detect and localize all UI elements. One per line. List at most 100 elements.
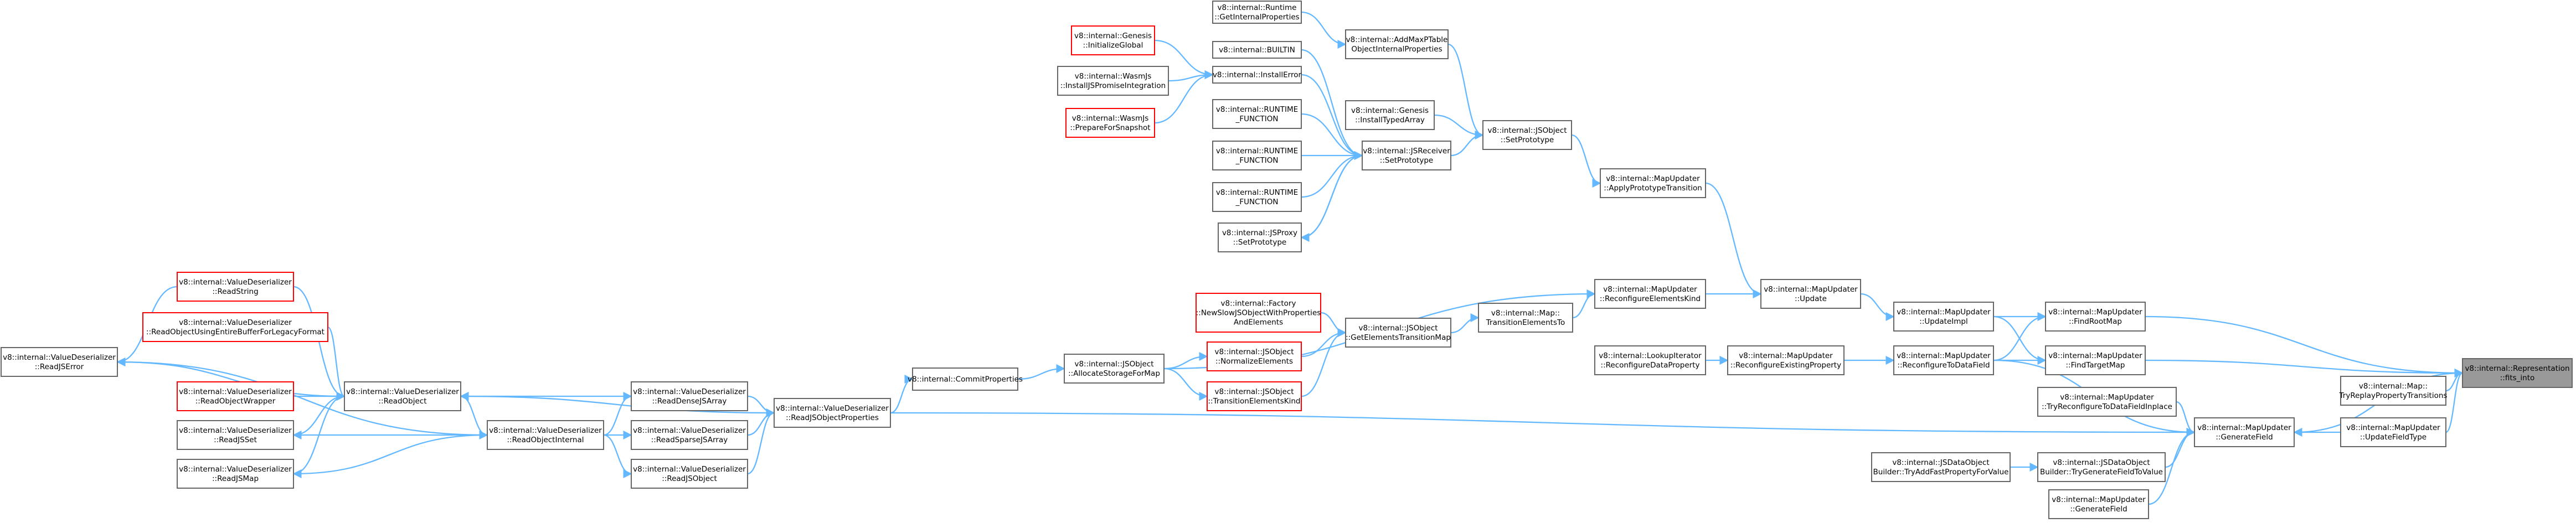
node-label-line: v8::internal::Runtime	[1218, 3, 1297, 12]
node-reconfelem[interactable]: v8::internal::MapUpdater::ReconfigureEle…	[1594, 279, 1706, 309]
node-update[interactable]: v8::internal::MapUpdater::Update	[1760, 279, 1861, 309]
node-label-line: ::FindRootMap	[2069, 317, 2122, 326]
node-label-line: v8::internal::ValueDeserializer	[179, 318, 292, 327]
node-label-line: v8::internal::JSDataObject	[2053, 458, 2150, 467]
node-label-line: ::ReadSparseJSArray	[651, 436, 728, 444]
node-box	[177, 272, 294, 302]
node-rtf1[interactable]: v8::internal::RUNTIME_FUNCTION	[1212, 99, 1302, 129]
node-label-line: v8::internal::RUNTIME	[1216, 105, 1298, 114]
node-addmaxpstable[interactable]: v8::internal::AddMaxPTableObjectInternal…	[1345, 29, 1449, 59]
node-box	[1207, 341, 1302, 371]
node-label-line: ::Update	[1795, 294, 1827, 303]
node-transelemkind[interactable]: v8::internal::JSObject::TransitionElemen…	[1207, 381, 1302, 411]
node-label-line: v8::internal::Representation	[2465, 364, 2569, 373]
edge-alloc-to-transelemkind	[1163, 367, 1208, 401]
edge-commit-to-alloc	[1017, 364, 1065, 380]
node-jsosetproto[interactable]: v8::internal::JSObject::SetPrototype	[1482, 120, 1572, 150]
node-rtf2[interactable]: v8::internal::RUNTIME_FUNCTION	[1212, 141, 1302, 170]
edge-applyproto-to-update	[1705, 182, 1762, 298]
node-reconfexist[interactable]: v8::internal::MapUpdater::ReconfigureExi…	[1727, 345, 1845, 375]
node-box	[631, 459, 748, 489]
node-transto[interactable]: v8::internal::Map::TransitionElementsTo	[1478, 303, 1573, 333]
edge-readjsprops-to-commit	[890, 374, 914, 414]
node-updfield[interactable]: v8::internal::MapUpdater::UpdateFieldTyp…	[2340, 417, 2446, 447]
edge-readjsprops-to-genfield	[890, 412, 2196, 437]
node-installerror[interactable]: v8::internal::InstallError	[1212, 66, 1302, 84]
node-box	[631, 381, 748, 411]
edge-readobjint-to-readdense	[603, 391, 632, 436]
node-box	[2045, 345, 2146, 375]
edge-readdense-to-readjsprops	[747, 395, 775, 418]
node-getelemtrans[interactable]: v8::internal::JSObject::GetElementsTrans…	[1345, 318, 1451, 348]
node-box	[1, 347, 118, 377]
nodes-layer: v8::internal::Representation::fits_intov…	[1, 1, 2573, 519]
edge-readobjint-to-readerror	[116, 357, 488, 436]
node-label-line: v8::internal::ValueDeserializer	[346, 387, 459, 396]
node-readdense[interactable]: v8::internal::ValueDeserializer::ReadDen…	[631, 381, 748, 411]
node-builtin[interactable]: v8::internal::BUILTIN	[1212, 41, 1302, 59]
node-readjsobj[interactable]: v8::internal::ValueDeserializer::ReadJSO…	[631, 459, 748, 489]
node-readlegacy[interactable]: v8::internal::ValueDeserializer::ReadObj…	[142, 312, 328, 342]
node-wasmprep[interactable]: v8::internal::WasmJs::PrepareForSnapshot	[1065, 108, 1155, 138]
node-box	[2037, 387, 2177, 417]
node-findroot[interactable]: v8::internal::MapUpdater::FindRootMap	[2045, 302, 2146, 332]
node-readmap[interactable]: v8::internal::ValueDeserializer::ReadJSM…	[177, 459, 294, 489]
node-readerror[interactable]: v8::internal::ValueDeserializer::ReadJSE…	[1, 347, 118, 377]
node-readstring[interactable]: v8::internal::ValueDeserializer::ReadStr…	[177, 272, 294, 302]
node-wasminstall[interactable]: v8::internal::WasmJs::InstallJSPromiseIn…	[1057, 66, 1169, 96]
node-label-line: v8::internal::MapUpdater	[1606, 174, 1700, 183]
node-updimpl[interactable]: v8::internal::MapUpdater::UpdateImpl	[1893, 302, 1994, 332]
node-tryreconf[interactable]: v8::internal::MapUpdater::TryReconfigure…	[2037, 387, 2177, 417]
node-readjsprops[interactable]: v8::internal::ValueDeserializer::ReadJSO…	[774, 398, 891, 428]
node-box	[631, 420, 748, 450]
node-label-line: v8::internal::MapUpdater	[1764, 285, 1858, 294]
node-tryreplay[interactable]: v8::internal::Map::TryReplayPropertyTran…	[2339, 376, 2448, 406]
node-label-line: v8::internal::WasmJs	[1075, 72, 1152, 81]
node-geninstall[interactable]: v8::internal::Genesis::InstallTypedArray	[1345, 100, 1435, 130]
node-trygenfield[interactable]: v8::internal::JSDataObjectBuilder::TryGe…	[2037, 452, 2166, 482]
node-applyproto[interactable]: v8::internal::MapUpdater::ApplyPrototype…	[1600, 168, 1706, 198]
node-label-line: v8::internal::JSObject	[1214, 387, 1294, 396]
node-readsparse[interactable]: v8::internal::ValueDeserializer::ReadSpa…	[631, 420, 748, 450]
node-label-line: ::GenerateField	[2070, 505, 2127, 514]
node-box	[1362, 141, 1451, 170]
edge-geninitglobal-to-installerror	[1154, 39, 1214, 80]
node-lookup[interactable]: v8::internal::LookupIterator::Reconfigur…	[1594, 345, 1706, 375]
node-label-line: _FUNCTION	[1235, 156, 1279, 165]
node-label-line: v8::internal::JSProxy	[1222, 229, 1297, 237]
node-findtarget[interactable]: v8::internal::MapUpdater::FindTargetMap	[2045, 345, 2146, 375]
node-label-line: ::GenerateField	[2216, 433, 2273, 442]
node-readobject[interactable]: v8::internal::ValueDeserializer::ReadObj…	[344, 381, 461, 411]
node-factory[interactable]: v8::internal::Factory::NewSlowJSObjectWi…	[1196, 293, 1321, 333]
node-rtf3[interactable]: v8::internal::RUNTIME_FUNCTION	[1212, 182, 1302, 212]
node-jsproxy[interactable]: v8::internal::JSProxy::SetPrototype	[1218, 222, 1302, 252]
node-tryaddfast[interactable]: v8::internal::JSDataObjectBuilder::TryAd…	[1871, 452, 2011, 482]
node-alloc[interactable]: v8::internal::JSObject::AllocateStorageF…	[1064, 354, 1165, 384]
node-label-line: AndElements	[1234, 318, 1283, 327]
edge-builtin-to-jsrsetproto	[1301, 49, 1363, 160]
edge-alloc-to-normelem	[1163, 351, 1208, 370]
node-label-line: ::fits_into	[2500, 374, 2535, 382]
node-label-line: v8::internal::RUNTIME	[1216, 147, 1298, 156]
node-label-line: ::ReconfigureExistingProperty	[1730, 361, 1841, 370]
node-genfield[interactable]: v8::internal::MapUpdater::GenerateField	[2194, 417, 2295, 447]
node-readwrapper[interactable]: v8::internal::ValueDeserializer::ReadObj…	[177, 381, 294, 411]
node-readobjint[interactable]: v8::internal::ValueDeserializer::ReadObj…	[487, 420, 604, 450]
node-reconf[interactable]: v8::internal::MapUpdater::ReconfigureToD…	[1893, 345, 1994, 375]
edge-readobject-to-readobjint	[460, 395, 488, 440]
node-label-line: v8::internal::ValueDeserializer	[633, 387, 746, 396]
node-box	[177, 420, 294, 450]
node-readset[interactable]: v8::internal::ValueDeserializer::ReadJSS…	[177, 420, 294, 450]
node-label-line: v8::internal::Genesis	[1074, 32, 1152, 40]
node-rtgetint[interactable]: v8::internal::Runtime::GetInternalProper…	[1212, 1, 1302, 24]
node-jsrsetproto[interactable]: v8::internal::JSReceiver::SetPrototype	[1362, 141, 1451, 170]
node-commit[interactable]: v8::internal::CommitProperties	[908, 367, 1023, 391]
node-label-line: v8::internal::RUNTIME	[1216, 188, 1298, 197]
node-label-line: v8::internal::MapUpdater	[2197, 423, 2291, 432]
node-genfield2[interactable]: v8::internal::MapUpdater::GenerateField	[2048, 489, 2149, 519]
node-normelem[interactable]: v8::internal::JSObject::NormalizeElement…	[1207, 341, 1302, 371]
node-geninitglobal[interactable]: v8::internal::Genesis::InitializeGlobal	[1071, 25, 1155, 55]
node-label-line: ObjectInternalProperties	[1351, 45, 1442, 54]
node-root[interactable]: v8::internal::Representation::fits_into	[2462, 358, 2573, 388]
edges-layer	[116, 11, 2464, 505]
